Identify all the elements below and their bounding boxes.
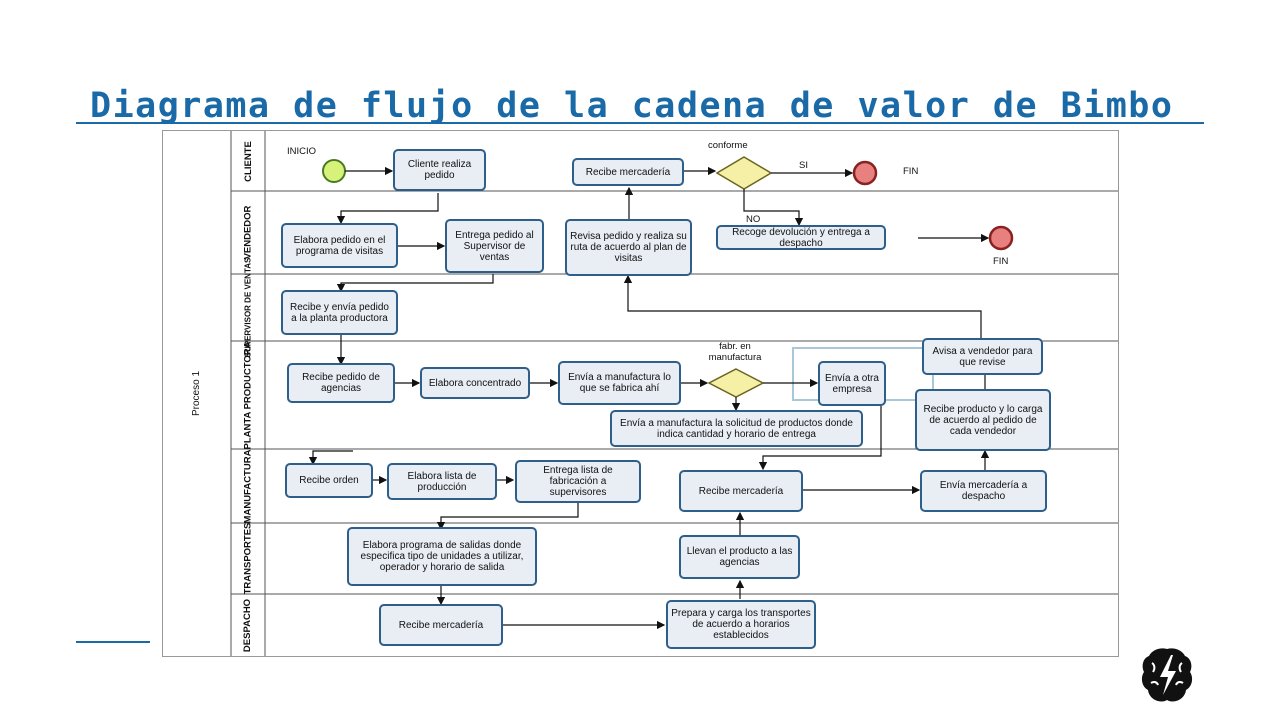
task-cliente-realiza-pedido: Cliente realiza pedido — [393, 149, 486, 191]
footer-rule — [76, 641, 150, 643]
end-label-1: FIN — [903, 166, 919, 177]
gateway-no-label: NO — [746, 214, 761, 225]
task-recibe-mercaderia-manuf: Recibe mercadería — [679, 470, 803, 512]
task-recibe-mercaderia-cliente: Recibe mercadería — [572, 158, 684, 186]
gateway-fabr-label: fabr. en manufactura — [708, 341, 762, 363]
start-label: INICIO — [287, 146, 317, 157]
task-envia-mercaderia-despacho: Envía mercadería a despacho — [920, 470, 1047, 512]
start-event — [322, 159, 346, 183]
task-entrega-lista: Entrega lista de fabricación a superviso… — [515, 460, 641, 503]
end-event-2 — [988, 225, 1014, 251]
task-llevan-producto: Llevan el producto a las agencias — [679, 535, 800, 579]
gateway-fabr — [707, 368, 765, 398]
task-elabora-concentrado: Elabora concentrado — [420, 367, 530, 399]
lane-label-manufactura: MANUFACTURA — [242, 449, 254, 523]
slide-title: Diagrama de flujo de la cadena de valor … — [90, 86, 1174, 126]
lane-label-planta: PLANTA PRODUCTORA — [242, 340, 254, 450]
title-underline — [76, 122, 1204, 124]
gateway-conforme-label: conforme — [708, 140, 748, 151]
lane-label-despacho: DESPACHO — [242, 598, 254, 652]
task-envia-otra-empresa: Envía a otra empresa — [818, 361, 886, 406]
task-revisa-pedido: Revisa pedido y realiza su ruta de acuer… — [565, 219, 692, 276]
end-event-1 — [852, 160, 878, 186]
task-recibe-orden: Recibe orden — [285, 463, 373, 498]
gateway-conforme — [715, 156, 773, 190]
task-entrega-pedido: Entrega pedido al Supervisor de ventas — [445, 219, 544, 273]
task-recibe-envia-pedido: Recibe y envía pedido a la planta produc… — [281, 290, 398, 335]
gateway-yes-label: SI — [799, 160, 808, 171]
task-envia-solicitud: Envía a manufactura la solicitud de prod… — [610, 410, 863, 447]
task-avisa-vendedor: Avisa a vendedor para que revise — [922, 338, 1043, 375]
task-elabora-lista: Elabora lista de producción — [387, 463, 497, 500]
task-elabora-programa-salidas: Elabora programa de salidas donde especi… — [347, 527, 537, 586]
task-elabora-pedido: Elabora pedido en el programa de visitas — [281, 223, 398, 268]
flowchart-diagram: Proceso 1 CLIENTE VENDEDOR SUPERVISOR DE… — [162, 130, 1119, 657]
task-recibe-producto-carga: Recibe producto y lo carga de acuerdo al… — [915, 389, 1051, 451]
brain-lightning-icon — [1141, 648, 1193, 702]
pool-label: Proceso 1 — [191, 370, 203, 417]
task-recoge-devolucion: Recoge devolución y entrega a despacho — [716, 225, 886, 250]
lane-label-cliente: CLIENTE — [242, 140, 254, 182]
task-envia-manufactura: Envía a manufactura lo que se fabrica ah… — [558, 361, 681, 405]
lane-label-transportes: TRANSPORTES — [242, 522, 254, 595]
lane-label-supervisor: SUPERVISOR DE VENTAS — [243, 257, 253, 358]
end-label-2: FIN — [993, 256, 1009, 267]
task-prepara-carga: Prepara y carga los transportes de acuer… — [666, 600, 816, 649]
task-recibe-pedido-agencias: Recibe pedido de agencias — [287, 363, 395, 403]
task-recibe-mercaderia-despacho: Recibe mercadería — [379, 604, 503, 646]
